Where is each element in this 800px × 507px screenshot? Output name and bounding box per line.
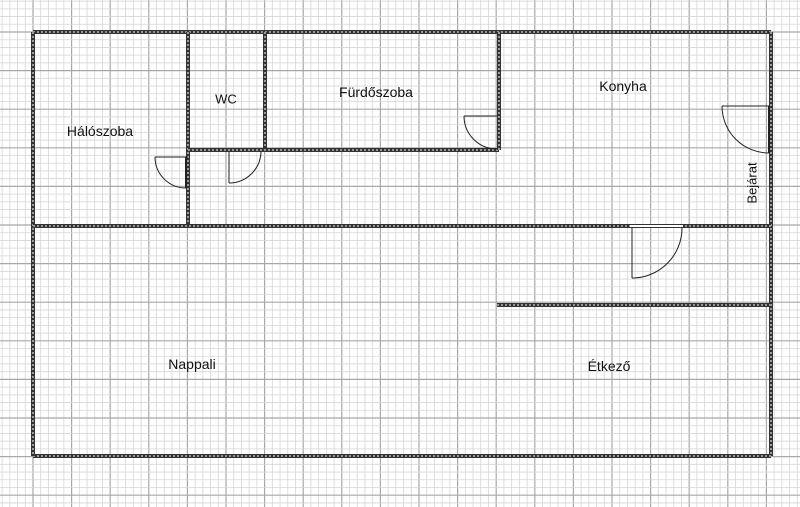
walls: [31, 30, 773, 458]
door-kitchen[interactable]: [630, 225, 683, 279]
door-wc[interactable]: [228, 151, 262, 184]
door-bathroom[interactable]: [463, 115, 498, 150]
doors: [154, 105, 770, 279]
door-entrance[interactable]: [721, 105, 770, 154]
room-label-bedroom: Hálószoba: [66, 123, 134, 139]
room-label-kitchen: Konyha: [599, 78, 647, 94]
room-label-living: Nappali: [168, 356, 216, 372]
room-label-wc: WC: [215, 91, 237, 107]
room-label-entrance: Bejárat: [744, 162, 760, 204]
room-label-dining: Étkező: [587, 358, 631, 374]
door-bedroom[interactable]: [154, 156, 188, 189]
room-label-bathroom: Fürdőszoba: [339, 84, 413, 100]
